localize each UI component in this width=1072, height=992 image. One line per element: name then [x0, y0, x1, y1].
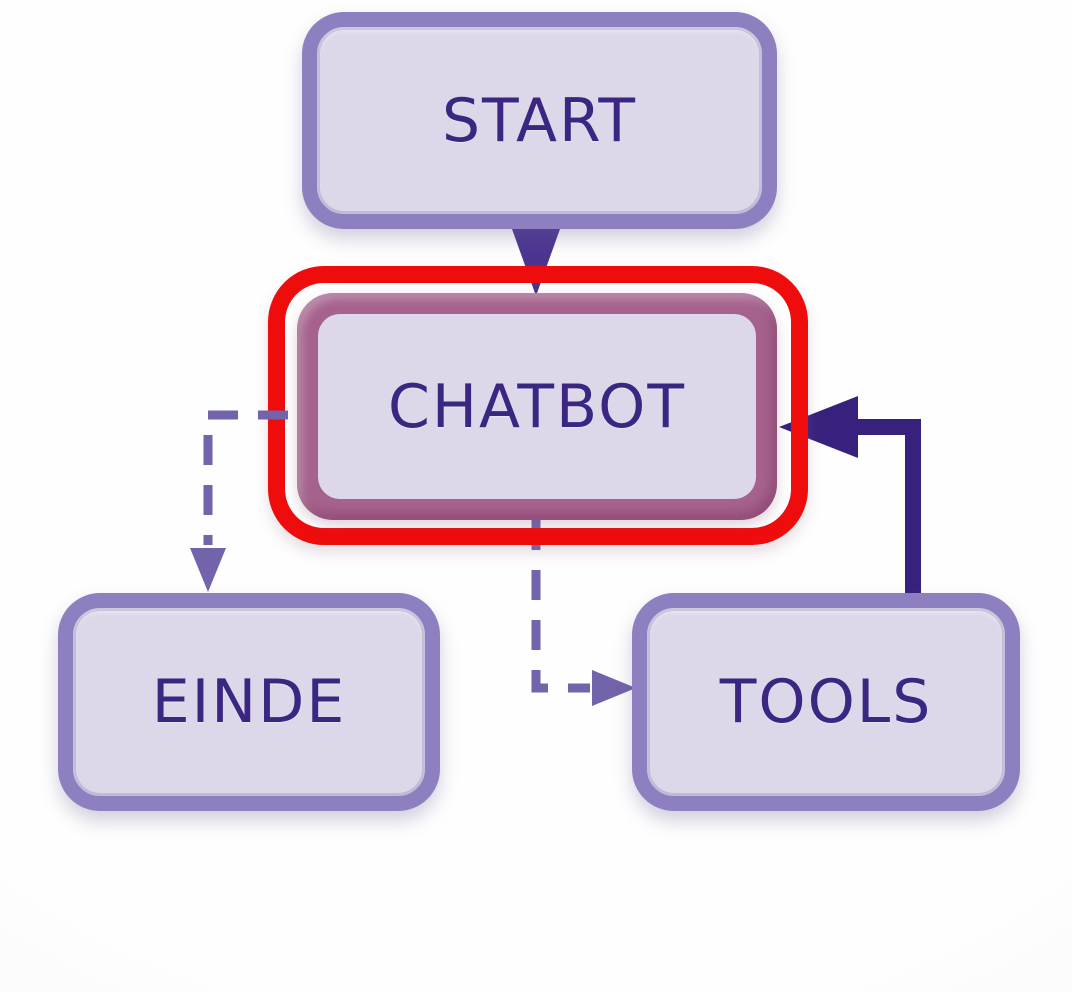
tools-to-chatbot-edge	[856, 419, 921, 600]
node-chatbot-body: CHATBOT	[318, 314, 756, 499]
chatbot-to-tools-arrowhead-icon	[592, 670, 636, 706]
node-start-label: START	[441, 85, 638, 156]
node-tools: TOOLS	[632, 593, 1020, 811]
node-chatbot-label: CHATBOT	[387, 371, 687, 442]
node-chatbot: CHATBOT	[297, 293, 777, 520]
node-einde: EINDE	[58, 593, 440, 811]
node-einde-label: EINDE	[151, 667, 347, 737]
node-start: START	[302, 12, 777, 229]
node-tools-label: TOOLS	[719, 667, 933, 737]
chatbot-to-tools-edge	[531, 520, 590, 693]
chatbot-to-einde-arrowhead-icon	[190, 548, 226, 592]
